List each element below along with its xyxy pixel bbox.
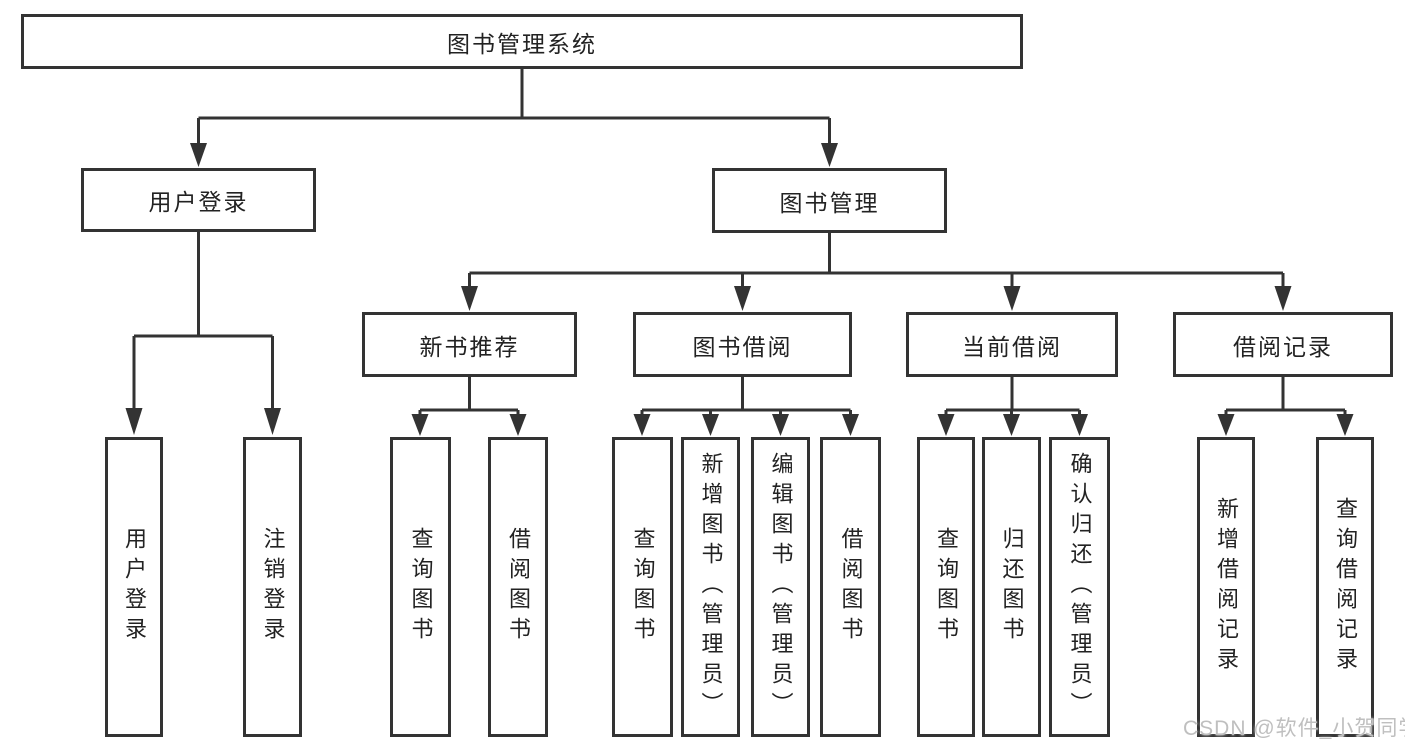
leaf-query-books-borrow: 查询图书 [612,437,673,737]
leaf-query-books-current-label: 查询图书 [934,527,959,647]
node-new-book-recommend: 新书推荐 [362,312,577,377]
leaf-return-book: 归还图书 [982,437,1041,737]
node-root-label: 图书管理系统 [447,30,597,57]
leaf-user-login: 用户登录 [105,437,163,737]
leaf-query-borrow-record-label: 查询借阅记录 [1333,497,1358,677]
node-root-system: 图书管理系统 [21,14,1023,69]
leaf-add-borrow-record: 新增借阅记录 [1197,437,1255,737]
leaf-query-books-recommend: 查询图书 [390,437,451,737]
leaf-user-login-label: 用户登录 [122,527,147,647]
leaf-borrow-books-recommend-label: 借阅图书 [506,527,531,647]
leaf-edit-book-admin-label: 编辑图书（管理员） [768,452,794,722]
leaf-confirm-return-admin-label: 确认归还（管理员） [1067,452,1093,722]
leaf-confirm-return-admin: 确认归还（管理员） [1049,437,1110,737]
node-current-borrow-label: 当前借阅 [962,333,1062,360]
node-current-borrow: 当前借阅 [906,312,1118,377]
node-user-login-label: 用户登录 [148,189,249,215]
leaf-query-borrow-record: 查询借阅记录 [1316,437,1374,737]
leaf-query-books-recommend-label: 查询图书 [408,527,434,647]
leaf-query-books-current: 查询图书 [917,437,975,737]
node-book-borrow-label: 图书借阅 [692,333,793,360]
leaf-borrow-books-label: 借阅图书 [838,527,864,647]
csdn-watermark: CSDN @软件_小贺同学 [1183,717,1405,740]
node-user-login: 用户登录 [81,168,316,232]
node-book-borrow: 图书借阅 [633,312,852,377]
node-book-management-label: 图书管理 [779,189,880,216]
leaf-edit-book-admin: 编辑图书（管理员） [751,437,810,737]
leaf-add-book-admin-label: 新增图书（管理员） [698,452,724,722]
node-borrow-records-label: 借阅记录 [1233,333,1333,360]
node-new-book-recommend-label: 新书推荐 [419,333,520,360]
arrowheads [125,143,1354,436]
leaf-logout: 注销登录 [243,437,302,737]
leaf-borrow-books: 借阅图书 [820,437,881,737]
leaf-borrow-books-recommend: 借阅图书 [488,437,548,737]
leaf-return-book-label: 归还图书 [999,527,1025,647]
leaf-add-book-admin: 新增图书（管理员） [681,437,740,737]
node-borrow-records: 借阅记录 [1173,312,1393,377]
leaf-add-borrow-record-label: 新增借阅记录 [1214,497,1239,677]
leaf-query-books-borrow-label: 查询图书 [630,527,656,647]
leaf-logout-label: 注销登录 [260,527,286,647]
node-book-management: 图书管理 [712,168,947,233]
